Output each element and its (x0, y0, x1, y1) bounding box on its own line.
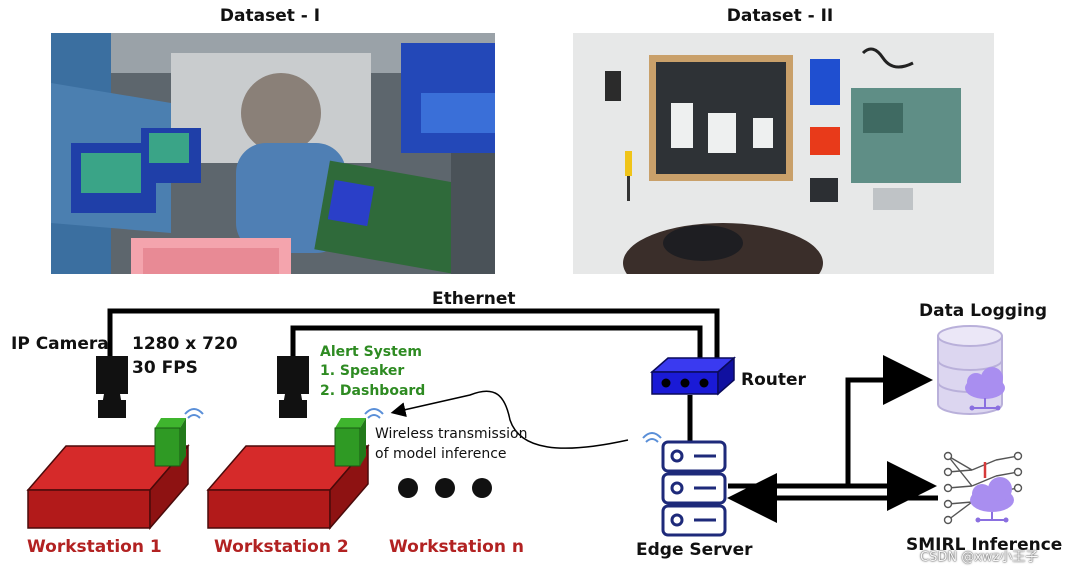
cloud-icon (965, 367, 1005, 411)
ellipsis-dot (435, 478, 455, 498)
ip-camera-label: IP Camera (11, 334, 109, 354)
workstation-2-label: Workstation 2 (214, 537, 349, 557)
dataset-1-photo (51, 33, 495, 274)
watermark: CSDN @xwz小王子 (920, 550, 1039, 565)
workstation-1-label: Workstation 1 (27, 537, 162, 557)
workstation-n-label: Workstation n (389, 537, 524, 557)
alert-system-title: Alert System (320, 344, 422, 360)
dataset-2-photo (573, 33, 994, 274)
dataset-1-title: Dataset - I (219, 6, 321, 26)
camera-fps: 30 FPS (132, 358, 198, 378)
wireless-label-line-1: Wireless transmission (375, 426, 528, 442)
ethernet-label: Ethernet (432, 289, 516, 309)
edge-server-label: Edge Server (636, 540, 753, 560)
data-logging-label: Data Logging (919, 301, 1048, 321)
cloud-icon (970, 477, 1014, 523)
smirl-inference-label: SMIRL Inference (906, 535, 1063, 555)
alert-item-speaker: 1. Speaker (320, 363, 405, 379)
dataset-2-title: Dataset - II (726, 6, 834, 26)
server-to-logging-arrow (728, 355, 933, 489)
neural-network-icon (943, 451, 1023, 525)
ethernet-cable-1 (107, 308, 720, 365)
wifi-icon (184, 408, 204, 419)
ethernet-cable-2 (290, 325, 703, 365)
workstation-1-box (26, 443, 190, 531)
ellipsis-dot (472, 478, 492, 498)
workstation-2-device (334, 418, 366, 467)
wifi-icon (642, 432, 662, 443)
router-icon (650, 356, 736, 396)
router-label: Router (741, 370, 806, 390)
ellipsis-dot (398, 478, 418, 498)
ip-camera-2 (277, 356, 309, 418)
camera-resolution: 1280 x 720 (132, 334, 238, 354)
edge-server-icon (661, 440, 727, 537)
wifi-icon (364, 408, 384, 419)
wireless-label-line-2: of model inference (375, 446, 507, 462)
ip-camera-1 (96, 356, 128, 418)
alert-item-dashboard: 2. Dashboard (320, 383, 426, 399)
workstation-1-device (154, 418, 186, 467)
wireless-arrow (390, 390, 629, 449)
